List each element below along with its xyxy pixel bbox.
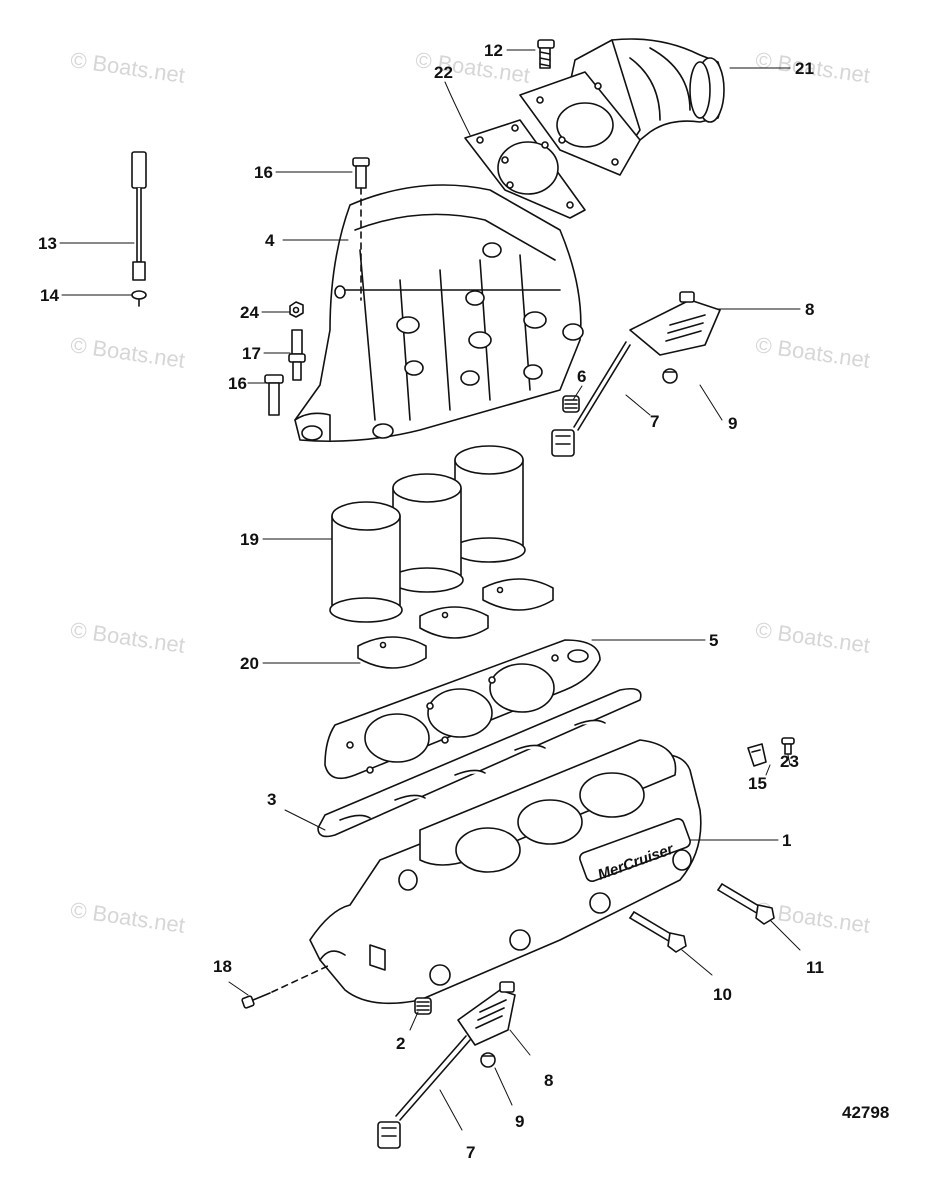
callout-9: 9 [515, 1112, 525, 1131]
callout-7: 7 [650, 412, 660, 431]
callout-22: 22 [434, 63, 453, 82]
callout-19: 19 [240, 530, 259, 549]
plug-part-2[interactable] [414, 997, 432, 1015]
sleeve-part-19[interactable] [452, 445, 526, 563]
connector-part-7-top[interactable] [551, 429, 575, 457]
plug-part-6[interactable] [562, 395, 580, 413]
sensor-part-13[interactable] [131, 151, 147, 281]
clip-part-15[interactable] [747, 743, 767, 767]
connector-part-7-bottom[interactable] [377, 1121, 401, 1149]
bolt-part-12[interactable] [537, 39, 555, 69]
bolt-part-16-bottom[interactable] [264, 374, 284, 416]
callout-9: 9 [728, 414, 738, 433]
clamp-part-20[interactable] [482, 578, 554, 611]
gasket-part-3[interactable] [317, 687, 642, 838]
sleeve-part-19[interactable] [390, 473, 464, 593]
callout-1: 1 [782, 831, 792, 850]
callout-21: 21 [795, 59, 814, 78]
screw-part-23[interactable] [781, 737, 795, 755]
sensor-bracket-part-8-top[interactable] [629, 291, 721, 356]
callout-14: 14 [40, 286, 59, 305]
callout-8: 8 [805, 300, 815, 319]
bolt-part-10[interactable] [629, 911, 687, 953]
screw-part-9-bottom[interactable] [480, 1052, 496, 1068]
elbow-flange [519, 71, 641, 176]
nut-part-24[interactable] [289, 301, 304, 318]
callout-23: 23 [780, 752, 799, 771]
bolt-part-11[interactable] [717, 883, 775, 925]
intake-manifold-part-1[interactable] [309, 739, 702, 1005]
callout-11: 11 [806, 958, 824, 977]
callout-5: 5 [709, 631, 719, 650]
figure-number: 42798 [842, 1103, 890, 1122]
screw-part-9-top[interactable] [662, 368, 678, 384]
washer-part-14[interactable] [131, 290, 147, 307]
leader-lines [59, 49, 801, 1131]
clamp-part-20[interactable] [419, 606, 489, 639]
screw-part-18[interactable] [241, 992, 271, 1009]
callout-16: 16 [254, 163, 273, 182]
callout-13: 13 [38, 234, 57, 253]
sleeve-part-19[interactable] [329, 501, 403, 623]
sensor-bracket-part-8-bottom[interactable] [457, 981, 516, 1046]
callout-10: 10 [713, 985, 732, 1004]
elbow-gasket-part-22[interactable] [464, 119, 586, 219]
callout-17: 17 [242, 344, 261, 363]
gasket-part-5[interactable] [324, 639, 601, 780]
callout-16: 16 [228, 374, 247, 393]
callout-12: 12 [484, 41, 503, 60]
callout-4: 4 [265, 231, 275, 250]
callout-8: 8 [544, 1071, 554, 1090]
callout-6: 6 [577, 367, 587, 386]
callout-7: 7 [466, 1143, 476, 1162]
callout-2: 2 [396, 1034, 406, 1053]
sensor-wire-part-7-top[interactable] [577, 344, 631, 431]
callout-20: 20 [240, 654, 259, 673]
callout-24: 24 [240, 303, 259, 322]
exhaust-manifold-part-4[interactable] [294, 184, 584, 443]
callout-15: 15 [748, 774, 767, 793]
callout-18: 18 [213, 957, 232, 976]
bolt-part-16-top[interactable] [352, 157, 370, 189]
stud-part-17[interactable] [288, 329, 306, 381]
sensor-wire-part-7-bottom[interactable] [399, 1039, 471, 1121]
callout-3: 3 [267, 790, 277, 809]
alignment-line [271, 964, 331, 993]
clamp-part-20[interactable] [357, 636, 427, 669]
